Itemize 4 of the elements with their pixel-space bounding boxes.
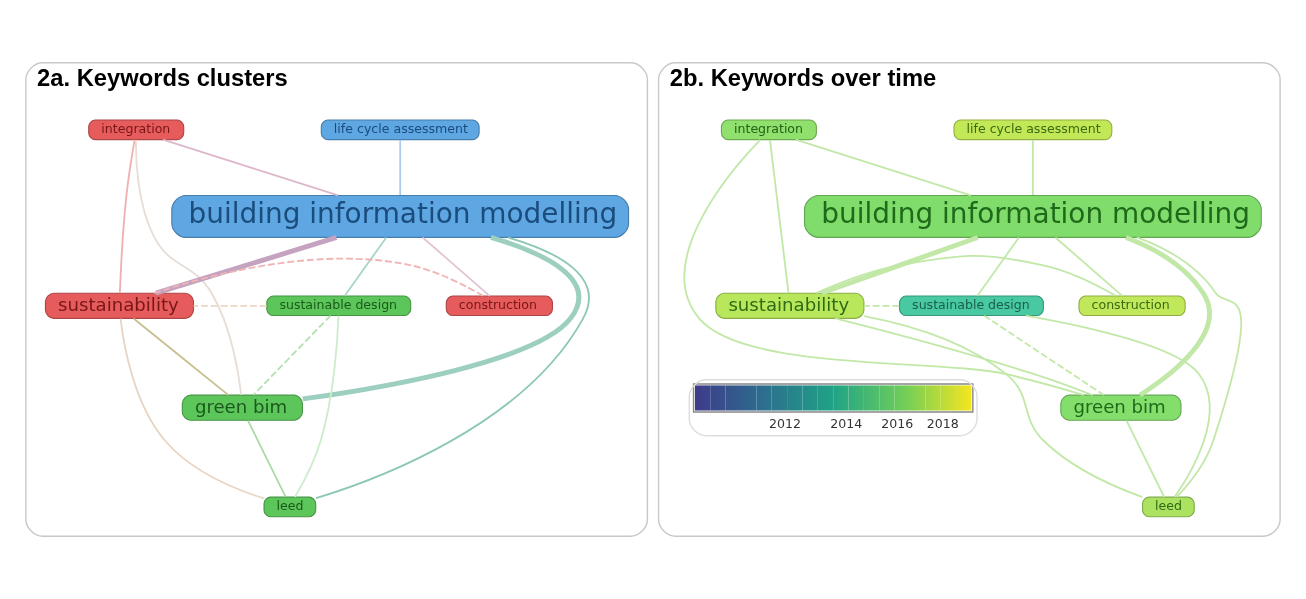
label: 2018 [926, 415, 959, 431]
label: 2014 [830, 415, 863, 431]
label: 2016 [881, 415, 914, 431]
label: 2012 [768, 415, 801, 431]
